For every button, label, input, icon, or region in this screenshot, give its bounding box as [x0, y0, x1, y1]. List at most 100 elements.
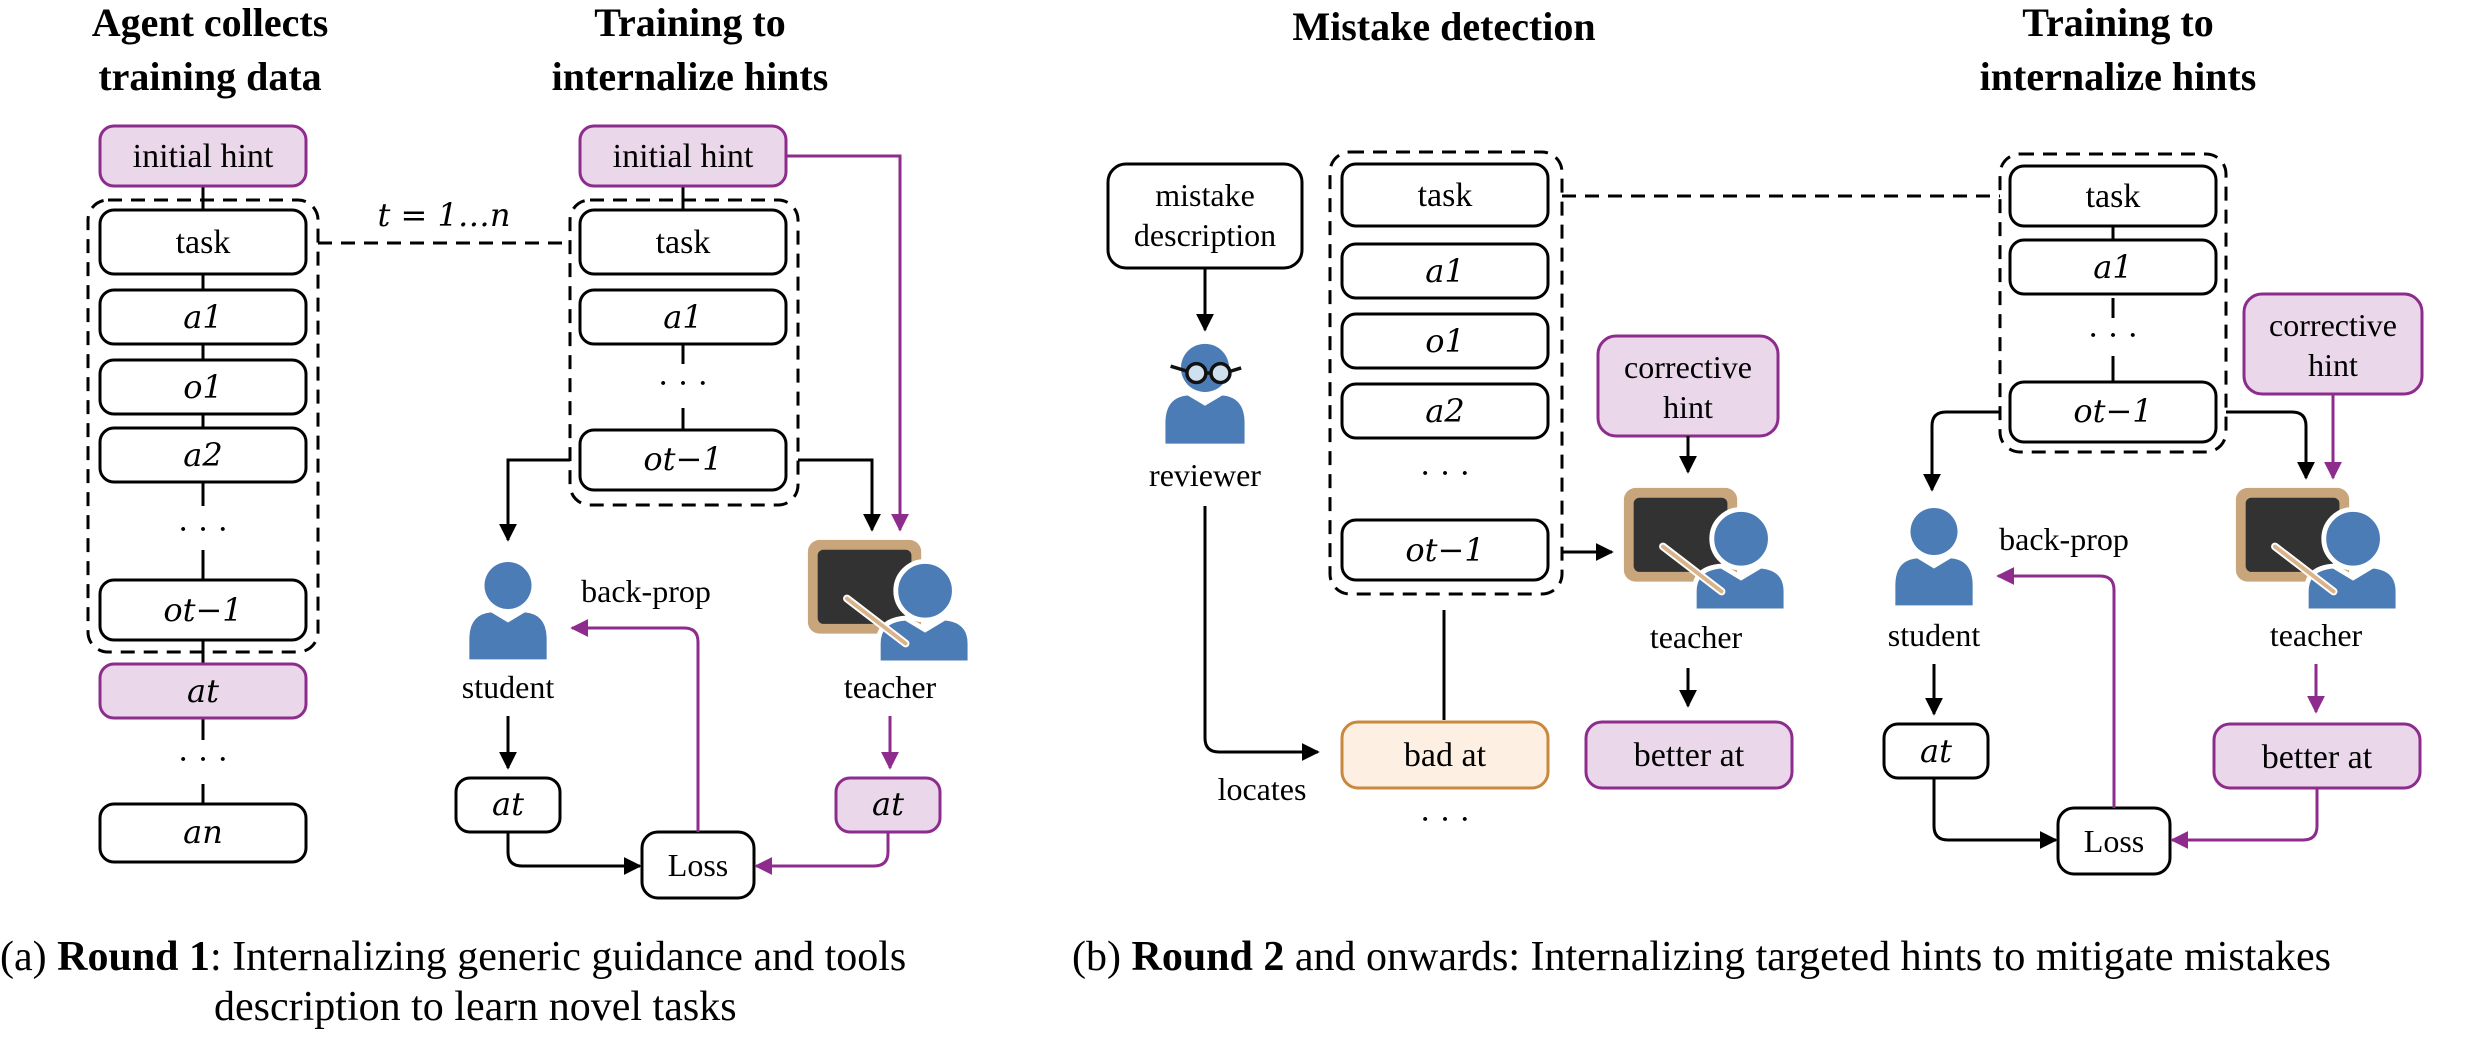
svg-text:ot−1: ot−1 — [643, 440, 722, 478]
svg-text:Loss: Loss — [668, 847, 728, 883]
teacher-label: teacher — [844, 669, 937, 705]
detect-title: Mistake detection — [1292, 4, 1595, 49]
reviewer-glasses-person-icon — [1163, 342, 1247, 444]
train-title-line2: internalize hints — [552, 54, 829, 99]
collect-at-box: at — [98, 662, 308, 720]
caption-a-label: (a) — [0, 934, 47, 980]
svg-text:a1: a1 — [663, 298, 702, 336]
caption-b: (b) Round 2 and onwards: Internalizing t… — [1072, 932, 2331, 982]
locates-label: locates — [1218, 771, 1307, 807]
teacher-to-loss-arrow — [754, 832, 890, 875]
detect-teacher-icon — [1624, 488, 1786, 611]
detect-task-box: task — [1340, 162, 1550, 228]
train2-student-icon — [1895, 507, 1973, 606]
train2-context-to-teacher-arrow — [2226, 410, 2315, 480]
caption-b-bold: Round 2 — [1131, 934, 1285, 980]
svg-text:corrective: corrective — [1624, 349, 1752, 385]
student-person-icon — [469, 561, 547, 660]
train2-teacher-icon — [2236, 488, 2398, 611]
svg-text:task: task — [2086, 178, 2141, 215]
mistake-description-box: mistake description — [1106, 162, 1304, 270]
svg-text:at: at — [1920, 732, 1952, 770]
backprop-arrow — [570, 619, 700, 832]
detect-o1-box: o1 — [1340, 312, 1550, 370]
detect-teacher-label: teacher — [1650, 619, 1743, 655]
svg-text:initial hint: initial hint — [613, 138, 754, 175]
locates-arrow — [1203, 506, 1320, 761]
detect-ellipsis: · · · — [1420, 455, 1471, 492]
svg-text:a1: a1 — [183, 298, 222, 336]
svg-text:bad at: bad at — [1404, 737, 1487, 774]
svg-text:task: task — [656, 224, 711, 261]
svg-text:description: description — [1134, 217, 1276, 253]
svg-text:ot−1: ot−1 — [1405, 531, 1484, 569]
svg-text:a2: a2 — [1425, 392, 1464, 430]
train-title-line1: Training to — [594, 0, 786, 45]
train2-student-at-box: at — [1882, 722, 1990, 780]
svg-text:a1: a1 — [2093, 248, 2132, 286]
detect-a2-box: a2 — [1340, 382, 1550, 440]
svg-text:a1: a1 — [1425, 252, 1464, 290]
svg-text:o1: o1 — [183, 368, 223, 406]
train2-teacher-label: teacher — [2270, 617, 2363, 653]
student-to-loss-arrow — [506, 832, 642, 875]
teacher-blackboard-icon — [808, 540, 970, 663]
svg-text:ot−1: ot−1 — [2073, 392, 2152, 430]
svg-text:task: task — [1418, 177, 1473, 214]
svg-text:better at: better at — [1634, 737, 1745, 774]
train2-backprop-arrow — [1996, 567, 2116, 808]
detect-a1-box: a1 — [1340, 242, 1550, 300]
svg-text:an: an — [183, 813, 223, 851]
teacher-at-box: at — [834, 776, 942, 834]
context-to-student-arrow — [499, 458, 570, 542]
svg-text:mistake: mistake — [1155, 177, 1255, 213]
train2-title-line2: internalize hints — [1980, 54, 2257, 99]
train-ot-1-box: ot−1 — [578, 428, 788, 492]
reviewer-label: reviewer — [1149, 457, 1261, 493]
train-initial-hint-box: initial hint — [578, 124, 788, 188]
collect-ellipsis-2: · · · — [178, 741, 229, 778]
detect-context-group — [1328, 150, 1564, 596]
train-ellipsis: · · · — [658, 365, 709, 402]
t-range-label: t = 1…n — [378, 196, 511, 234]
detect-ot-1-box: ot−1 — [1340, 518, 1550, 582]
train-a1-box: a1 — [578, 288, 788, 346]
train2-student-label: student — [1888, 617, 1981, 653]
train-context-group — [568, 198, 800, 507]
train2-teacher-to-loss-arrow — [2170, 788, 2319, 849]
collect-a1-box: a1 — [98, 288, 308, 346]
train2-ot-1-box: ot−1 — [2008, 380, 2218, 444]
bad-at-box: bad at — [1340, 720, 1550, 790]
train2-context-group — [1998, 152, 2228, 454]
student-at-box: at — [454, 776, 562, 834]
caption-b-label: (b) — [1072, 934, 1121, 980]
collect-title-line2: training data — [98, 54, 321, 99]
detect-better-at-box: better at — [1584, 720, 1794, 790]
collect-context-group — [86, 198, 320, 654]
svg-text:at: at — [492, 785, 524, 823]
train2-a1-box: a1 — [2008, 238, 2218, 296]
svg-text:Loss: Loss — [2084, 823, 2144, 859]
detect-corrective-hint-box: corrective hint — [1596, 334, 1780, 438]
collect-title-line1: Agent collects — [92, 0, 329, 45]
svg-text:at: at — [187, 672, 219, 710]
detect-ellipsis-2: · · · — [1420, 801, 1471, 838]
train2-ellipsis: · · · — [2088, 317, 2139, 354]
collect-a2-box: a2 — [98, 426, 308, 484]
caption-a-rest: : Internalizing generic guidance and too… — [210, 934, 907, 980]
svg-text:hint: hint — [1663, 389, 1713, 425]
train2-corrective-hint-box: corrective hint — [2242, 292, 2424, 396]
loss-box: Loss — [640, 830, 756, 900]
svg-text:ot−1: ot−1 — [163, 591, 242, 629]
collect-o1-box: o1 — [98, 358, 308, 416]
train2-student-to-loss-arrow — [1932, 778, 2058, 849]
context-to-teacher-arrow — [798, 458, 881, 532]
train2-title-line1: Training to — [2022, 0, 2214, 45]
backprop-label: back-prop — [581, 573, 711, 609]
train2-context-to-student-arrow — [1923, 410, 2000, 492]
svg-text:corrective: corrective — [2269, 307, 2397, 343]
train2-backprop-label: back-prop — [1999, 521, 2129, 557]
caption-a: (a) Round 1: Internalizing generic guida… — [0, 932, 906, 982]
svg-text:o1: o1 — [1425, 322, 1465, 360]
svg-text:initial hint: initial hint — [133, 138, 274, 175]
